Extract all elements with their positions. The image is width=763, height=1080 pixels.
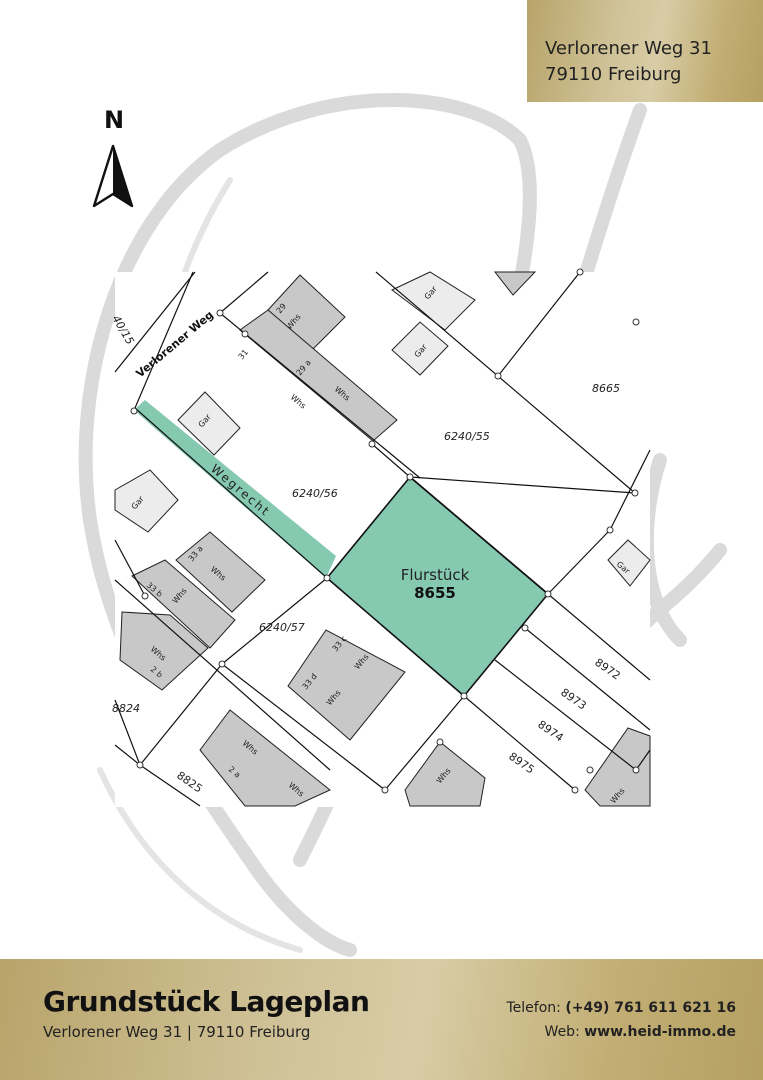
garage-far-left <box>114 469 179 533</box>
garage-right <box>607 539 651 587</box>
building-31 <box>239 309 398 442</box>
building-right-bottom <box>404 741 486 807</box>
phone-number[interactable]: (+49) 761 611 621 16 <box>565 1000 736 1016</box>
page-subtitle: Verlorener Weg 31 | 79110 Freiburg <box>43 1023 311 1041</box>
site-plan-svg: Verlorener Weg Wegrecht Flurstück 8655 4… <box>109 268 651 807</box>
phone-label: Telefon: <box>506 1000 561 1016</box>
building-33b <box>131 559 236 649</box>
parcel-8665: 8665 <box>592 382 620 395</box>
contact-phone: Telefon: (+49) 761 611 621 16 <box>507 1000 737 1016</box>
parcel-8824: 8824 <box>112 702 140 715</box>
contact-web: Web: www.heid-immo.de <box>545 1024 736 1040</box>
page-title: Grundstück Lageplan <box>43 985 370 1018</box>
building-33a <box>175 531 266 613</box>
building-33cd <box>287 629 406 741</box>
address-city: 79110 Freiburg <box>545 64 682 85</box>
building-2b <box>119 611 209 691</box>
garage-top <box>391 271 476 331</box>
garage-mid <box>391 321 449 376</box>
parcel-6240-55: 6240/55 <box>444 430 490 443</box>
north-label: N <box>103 106 125 134</box>
parcel-6240-56: 6240/56 <box>292 487 338 500</box>
parcel-6240-57: 6240/57 <box>259 621 305 634</box>
building-top-right <box>493 271 537 296</box>
address-box: Verlorener Weg 31 79110 Freiburg <box>527 0 763 102</box>
site-plan-map: Verlorener Weg Wegrecht Flurstück 8655 4… <box>109 268 651 807</box>
plot-number: 8655 <box>414 584 456 602</box>
building-2a <box>199 709 331 807</box>
web-label: Web: <box>544 1024 580 1040</box>
address-street: Verlorener Weg 31 <box>545 38 712 59</box>
footer-banner: Grundstück Lageplan Verlorener Weg 31 | … <box>0 959 763 1080</box>
garage-left <box>177 391 241 456</box>
plot-label: Flurstück <box>401 566 470 584</box>
easement-strip <box>134 400 336 578</box>
website-link[interactable]: www.heid-immo.de <box>584 1024 736 1040</box>
north-arrow-icon <box>92 144 134 208</box>
building-right-corner <box>584 727 651 807</box>
